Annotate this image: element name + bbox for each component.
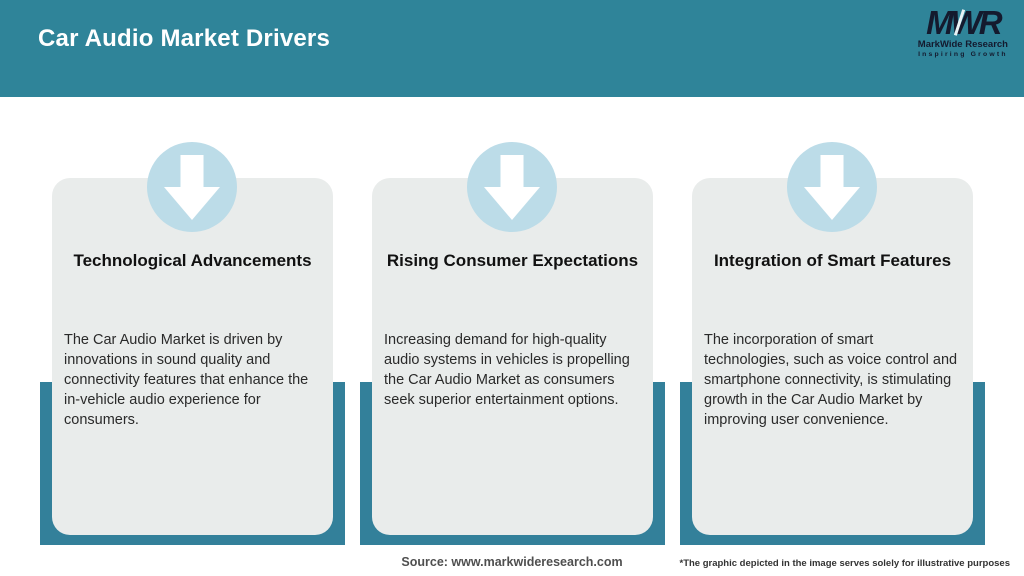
header-band: Car Audio Market Drivers MWR MarkWide Re… xyxy=(0,0,1024,97)
driver-card-technological-advancements: Technological Advancements The Car Audio… xyxy=(40,0,345,576)
card-title: Technological Advancements xyxy=(73,251,312,270)
driver-card-integration-of-smart-features: Integration of Smart Features The incorp… xyxy=(680,0,985,576)
disclaimer-note: *The graphic depicted in the image serve… xyxy=(679,558,1011,569)
card-title: Integration of Smart Features xyxy=(713,251,952,270)
down-arrow-icon xyxy=(147,142,237,232)
down-arrow-icon xyxy=(467,142,557,232)
down-arrow-icon xyxy=(787,142,877,232)
source-attribution: Source: www.markwideresearch.com xyxy=(401,555,623,569)
driver-card-rising-consumer-expectations: Rising Consumer Expectations Increasing … xyxy=(360,0,665,576)
logo-tagline: Inspiring Growth xyxy=(918,50,1008,58)
card-description: Increasing demand for high-quality audio… xyxy=(384,332,630,408)
driver-card xyxy=(372,178,653,535)
card-description: The incorporation of smart technologies,… xyxy=(704,332,958,428)
driver-card xyxy=(52,178,333,535)
driver-card xyxy=(692,178,973,535)
markwide-research-logo: MWR MarkWide Research Inspiring Growth xyxy=(917,4,1008,59)
logo-company-name: MarkWide Research xyxy=(917,39,1008,51)
mwr-monogram-icon: MWR xyxy=(926,4,1002,41)
card-title: Rising Consumer Expectations xyxy=(386,251,639,270)
card-description: The Car Audio Market is driven by innova… xyxy=(64,332,309,428)
page-title: Car Audio Market Drivers xyxy=(38,25,331,52)
